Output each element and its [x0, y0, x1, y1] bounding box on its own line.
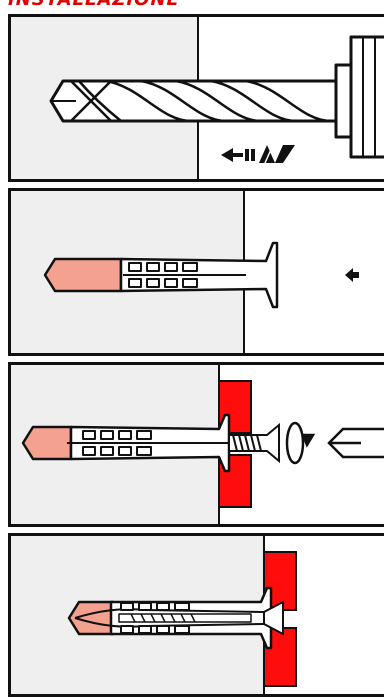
- step-drill-panel: [8, 14, 384, 182]
- push-arrow-icon: [345, 268, 359, 282]
- page-title: INSTALLAZIONE: [8, 0, 308, 9]
- screwdriver-tip-icon: [327, 427, 384, 459]
- step-drill-illustration: [11, 17, 384, 179]
- step-fixed-illustration: [11, 536, 297, 694]
- expanded-plug-icon: [67, 586, 273, 650]
- drill-bit-icon: [49, 79, 338, 123]
- rotate-arrow-icon: [285, 421, 316, 465]
- no-hammer-icon: [221, 144, 295, 164]
- step-insert-illustration: [11, 191, 359, 353]
- screw-head-icon: [263, 600, 284, 636]
- step-screw-illustration: [11, 365, 384, 524]
- step-insert-anchor-panel: [8, 188, 384, 356]
- drill-chuck-icon: [334, 35, 384, 159]
- wall-plug-icon: [43, 241, 279, 309]
- wall-plug-icon: [21, 413, 251, 473]
- step-fixed-panel: [8, 533, 384, 697]
- screw-icon: [228, 422, 280, 464]
- step-screw-in-panel: [8, 362, 384, 527]
